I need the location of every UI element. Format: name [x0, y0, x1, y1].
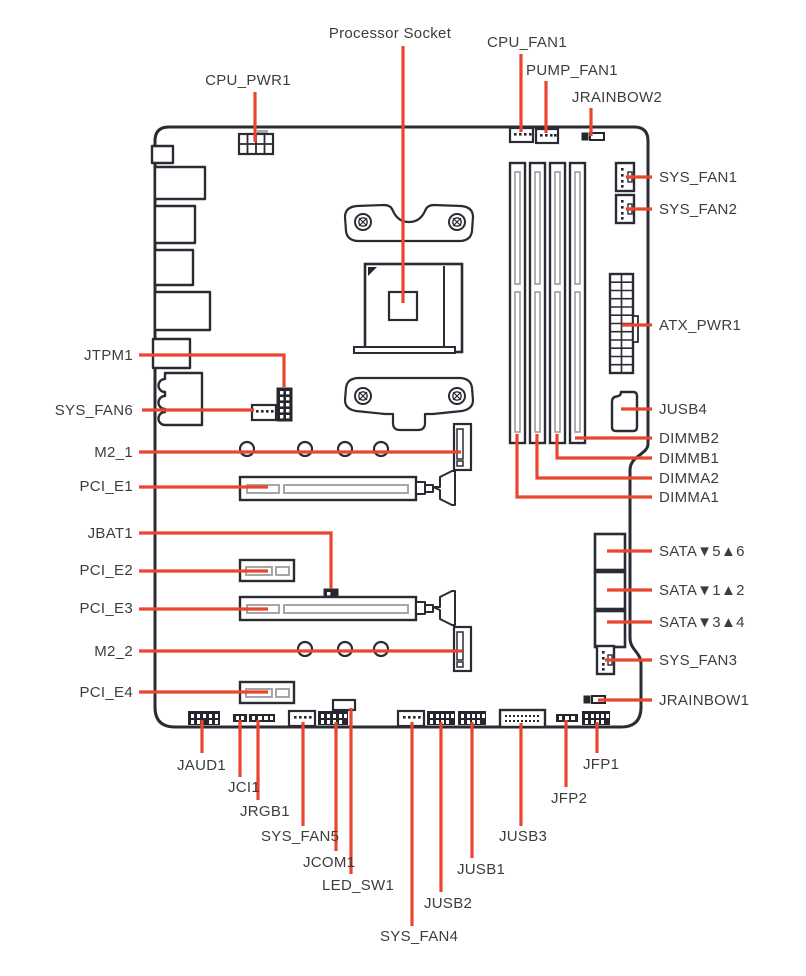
dimm-slot-b1	[548, 161, 567, 445]
screw-icon	[354, 213, 372, 231]
label-jbat1: JBAT1	[88, 525, 133, 542]
screw-icon	[448, 213, 466, 231]
label-cpu-pwr1: CPU_PWR1	[205, 72, 291, 89]
cpu-socket	[353, 262, 464, 354]
m2-1-connector	[452, 422, 473, 472]
label-atx-pwr1: ATX_PWR1	[659, 317, 741, 334]
screw-icon	[448, 387, 466, 405]
pin1-triangle	[368, 267, 377, 276]
label-dimma1: DIMMA1	[659, 489, 719, 506]
dimm-slot-a2	[528, 161, 547, 445]
cpu-retention-bracket-top	[343, 203, 475, 243]
cpu-retention-bracket-bottom	[343, 376, 475, 432]
jusb1-header	[458, 711, 486, 725]
label-jusb4: JUSB4	[659, 401, 707, 418]
label-sys-fan4: SYS_FAN4	[380, 928, 458, 945]
screw-icon	[354, 387, 372, 405]
label-dimma2: DIMMA2	[659, 470, 719, 487]
pump-fan1-header	[534, 127, 560, 145]
label-sys-fan1: SYS_FAN1	[659, 169, 737, 186]
label-dimmb1: DIMMB1	[659, 450, 719, 467]
jci1-header	[233, 714, 247, 722]
label-jusb1: JUSB1	[457, 861, 505, 878]
jaud1-header	[188, 711, 220, 725]
label-sys-fan2: SYS_FAN2	[659, 201, 737, 218]
led-sw1-switch	[331, 698, 357, 712]
jfp2-header	[556, 714, 578, 722]
label-sys-fan3: SYS_FAN3	[659, 652, 737, 669]
label-sata-5-6: SATA▼5▲6	[659, 543, 745, 560]
label-jfp1: JFP1	[583, 756, 619, 773]
label-jusb2: JUSB2	[424, 895, 472, 912]
label-jci1: JCI1	[228, 779, 260, 796]
label-pci-e4: PCI_E4	[80, 684, 134, 701]
label-pump-fan1: PUMP_FAN1	[526, 62, 618, 79]
sata-port-3-4	[593, 609, 627, 649]
label-sata-1-2: SATA▼1▲2	[659, 582, 745, 599]
jrainbow2-header	[581, 132, 605, 141]
pci-e3-latch	[415, 590, 456, 626]
label-jrgb1: JRGB1	[240, 803, 290, 820]
label-jrainbow1: JRAINBOW1	[659, 692, 749, 709]
label-sys-fan6: SYS_FAN6	[55, 402, 133, 419]
label-pci-e3: PCI_E3	[80, 600, 134, 617]
label-jtpm1: JTPM1	[84, 347, 133, 364]
label-jfp2: JFP2	[551, 790, 587, 807]
label-jcom1: JCOM1	[303, 854, 355, 871]
label-jrainbow2: JRAINBOW2	[572, 89, 662, 106]
label-cpu-fan1: CPU_FAN1	[487, 34, 567, 51]
label-m2-1: M2_1	[94, 444, 133, 461]
label-processor-socket: Processor Socket	[329, 25, 452, 42]
label-dimmb2: DIMMB2	[659, 430, 719, 447]
pci-e1-latch	[415, 470, 456, 506]
jusb3-header	[498, 708, 547, 729]
sys-fan6-header	[250, 403, 278, 422]
leader-lines	[139, 46, 652, 926]
dimm-slot-a1	[508, 161, 527, 445]
cpu-pwr1-connector	[237, 130, 275, 156]
label-jaud1: JAUD1	[177, 757, 226, 774]
jrgb1-header	[249, 714, 275, 722]
pci-e1-slot	[238, 470, 456, 506]
audio-jacks-block	[157, 371, 204, 427]
label-pci-e2: PCI_E2	[80, 562, 134, 579]
label-led-sw1: LED_SW1	[322, 877, 394, 894]
jusb4-connector	[610, 390, 639, 433]
label-sata-3-4: SATA▼3▲4	[659, 614, 745, 631]
label-m2-2: M2_2	[94, 643, 133, 660]
atx-pwr1-connector	[608, 272, 639, 375]
label-jusb3: JUSB3	[499, 828, 547, 845]
dimm-slots	[508, 161, 587, 445]
label-pci-e1: PCI_E1	[80, 478, 134, 495]
jtpm1-header	[276, 387, 293, 422]
label-sys-fan5: SYS_FAN5	[261, 828, 339, 845]
m2-2-connector	[452, 625, 473, 673]
dimm-slot-b2	[568, 161, 587, 445]
jcom1-header	[318, 711, 348, 725]
